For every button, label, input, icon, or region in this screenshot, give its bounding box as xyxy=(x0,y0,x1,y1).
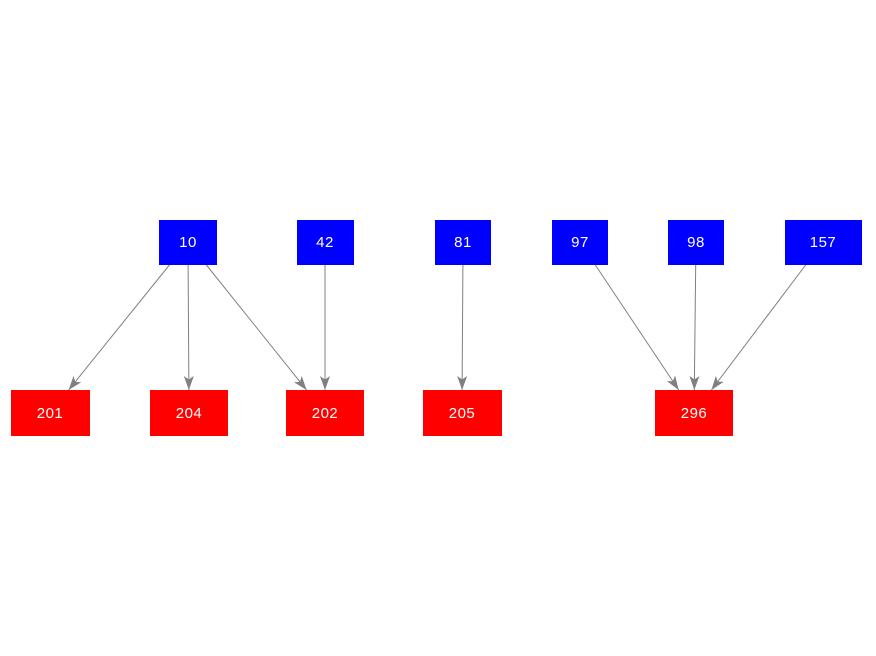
edge-98-to-296 xyxy=(689,264,700,391)
edge-97-to-296 xyxy=(594,264,680,391)
edge-81-to-205 xyxy=(457,264,468,391)
edge-10-to-202 xyxy=(205,264,307,391)
edge-10-to-204 xyxy=(183,264,194,391)
graph-node-205: 205 xyxy=(422,390,502,436)
graph-node-157: 157 xyxy=(784,219,862,265)
graph-node-42: 42 xyxy=(296,219,354,265)
graph-node-81: 81 xyxy=(435,219,491,265)
graph-node-202: 202 xyxy=(286,390,364,436)
graph-node-97: 97 xyxy=(552,219,608,265)
graph-node-204: 204 xyxy=(150,390,228,436)
graph-node-296: 296 xyxy=(655,390,733,436)
edge-157-to-296 xyxy=(711,264,807,391)
graph-node-201: 201 xyxy=(10,390,90,436)
edge-10-to-201 xyxy=(68,264,171,391)
graph-node-10: 10 xyxy=(159,219,217,265)
edge-group xyxy=(68,264,807,391)
graph-node-98: 98 xyxy=(668,219,724,265)
